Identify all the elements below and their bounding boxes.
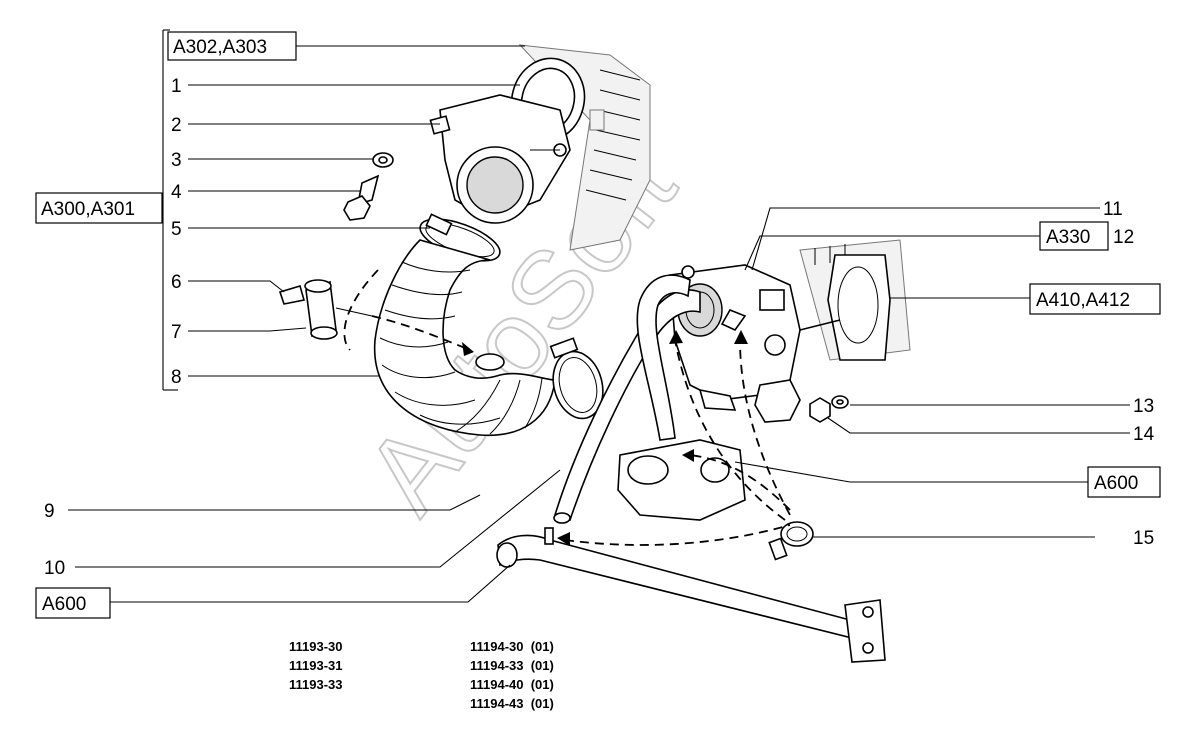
hose-clamp-upper-part [419, 213, 501, 262]
model-code: 11194-33 (01) [470, 658, 554, 673]
ref-label-a302-a303: A302,A303 [173, 37, 267, 58]
model-code: 11194-43 (01) [470, 696, 554, 711]
callout-4: 4 [171, 182, 182, 203]
model-codes-column-2: 11194-30 (01) 11194-33 (01) 11194-40 (01… [470, 639, 554, 711]
ref-label-a300-a301: A300,A301 [41, 199, 135, 220]
assembly-arrows [343, 269, 791, 546]
leader-lines [68, 45, 1130, 603]
group-bracket [162, 29, 178, 391]
callout-15: 15 [1133, 528, 1154, 549]
callout-11: 11 [1103, 199, 1123, 220]
callout-labels: 1 2 3 4 5 6 7 8 9 10 11 12 13 14 15 [44, 76, 1155, 579]
ref-box-a300-a301: A300,A301 [35, 192, 163, 224]
callout-6: 6 [171, 272, 182, 293]
model-code: 11193-31 [289, 658, 343, 673]
bolt-part [343, 174, 380, 221]
ref-label-a600-right: A600 [1094, 473, 1138, 494]
hose-clamp-lower-part [549, 337, 604, 420]
model-code: 11193-30 [289, 639, 343, 654]
ref-label-a330: A330 [1046, 227, 1090, 248]
nut-washer-part [809, 395, 849, 423]
callout-10: 10 [44, 558, 65, 579]
ref-box-a330: A330 [1039, 221, 1109, 251]
callout-5: 5 [171, 219, 182, 240]
model-code: 11194-30 (01) [470, 639, 554, 654]
engine-block-upper [518, 44, 651, 251]
ref-box-a410-a412: A410,A412 [1029, 283, 1161, 315]
small-clamp-part [768, 521, 814, 561]
callout-1: 1 [171, 76, 182, 97]
callout-14: 14 [1133, 424, 1155, 445]
coolant-pipe-part [496, 527, 886, 663]
callout-3: 3 [171, 150, 182, 171]
callout-8: 8 [171, 367, 182, 388]
model-code: 11194-40 (01) [470, 677, 554, 692]
ref-label-a410-a412: A410,A412 [1036, 290, 1130, 311]
callout-7: 7 [171, 322, 182, 343]
gasket-part [799, 254, 891, 361]
model-code: 11193-33 [289, 677, 343, 692]
air-flow-housing-part [429, 94, 571, 224]
coolant-hose-part [553, 274, 747, 524]
ref-box-a600-left: A600 [35, 587, 111, 619]
model-codes-column-1: 11193-30 11193-31 11193-33 [289, 639, 343, 692]
ref-box-a600-right: A600 [1087, 466, 1161, 498]
callout-9: 9 [44, 501, 55, 522]
sensor-fitting-part [278, 279, 373, 340]
callout-12: 12 [1113, 227, 1134, 248]
callout-2: 2 [171, 115, 182, 136]
ref-box-a302-a303: A302,A303 [167, 31, 297, 61]
thermostat-housing-part [617, 439, 746, 521]
ref-label-a600-left: A600 [42, 594, 86, 615]
callout-13: 13 [1133, 396, 1154, 417]
washer-part [372, 152, 394, 168]
